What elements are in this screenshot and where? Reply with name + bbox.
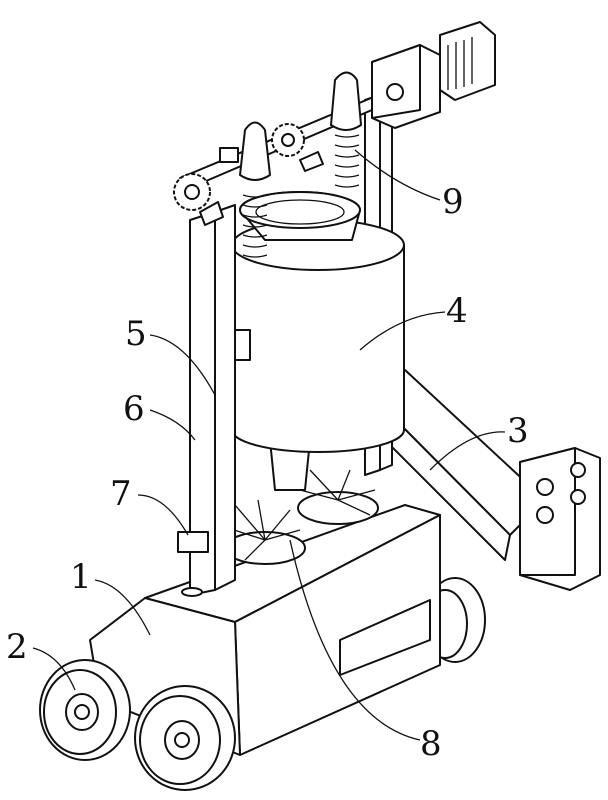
leader-7 <box>137 494 189 536</box>
front-wheel-left <box>39 659 131 761</box>
motor <box>371 21 496 129</box>
springs <box>242 134 360 258</box>
left-posts <box>177 204 236 597</box>
label-1: 1 <box>70 557 92 597</box>
gears <box>173 123 324 226</box>
leader-9 <box>354 149 441 201</box>
tow-bracket <box>519 447 601 591</box>
label-2: 2 <box>6 627 28 667</box>
leader-8 <box>289 539 421 741</box>
label-5: 5 <box>125 314 147 354</box>
label-6: 6 <box>123 389 145 429</box>
leader-3 <box>429 431 506 471</box>
slide-clamp <box>177 531 209 553</box>
impellers <box>224 469 379 565</box>
label-8: 8 <box>420 724 442 764</box>
leader-6 <box>149 409 196 441</box>
label-7: 7 <box>110 474 132 514</box>
leader-5 <box>149 334 216 396</box>
mixing-tank <box>231 191 405 453</box>
leader-4 <box>359 311 446 351</box>
label-4: 4 <box>446 291 468 331</box>
leader-2 <box>32 647 76 691</box>
label-9: 9 <box>442 182 464 222</box>
front-wheel-right <box>134 685 236 791</box>
leader-1 <box>94 579 151 636</box>
leader-lines <box>32 149 506 741</box>
label-3: 3 <box>507 411 529 451</box>
